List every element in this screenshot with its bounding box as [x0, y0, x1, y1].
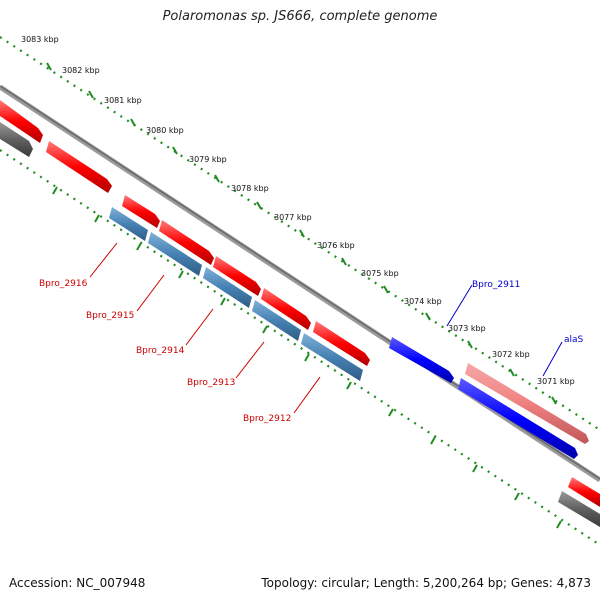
- kbp-label: 3082 kbp: [62, 66, 100, 75]
- kbp-label: 3078 kbp: [231, 184, 269, 193]
- gene-feature[interactable]: [252, 300, 301, 341]
- reverse-strand-features: [0, 122, 600, 527]
- gene-feature[interactable]: [109, 207, 148, 241]
- kbp-label: 3073 kbp: [448, 324, 486, 333]
- gene-feature[interactable]: [148, 232, 202, 276]
- kbp-label: 3081 kbp: [104, 96, 142, 105]
- outer-tick-track: [0, 36, 600, 431]
- gene-feature[interactable]: [46, 141, 112, 193]
- gene-feature[interactable]: [213, 256, 261, 296]
- gene-feature[interactable]: [458, 378, 578, 459]
- alas-feature[interactable]: [465, 363, 589, 444]
- kbp-label: 3080 kbp: [146, 126, 184, 135]
- kbp-label: 3079 kbp: [189, 155, 227, 164]
- gene-feature[interactable]: [568, 477, 600, 507]
- kbp-label: 3071 kbp: [537, 377, 575, 386]
- gene-feature[interactable]: [389, 337, 454, 383]
- gene-labels: Bpro_2916 Bpro_2915 Bpro_2914 Bpro_2913 …: [39, 279, 584, 424]
- kbp-label: 3077 kbp: [274, 213, 312, 222]
- gene-feature[interactable]: [0, 100, 43, 143]
- gene-feature[interactable]: [301, 333, 363, 381]
- kbp-label: 3072 kbp: [492, 350, 530, 359]
- gene-feature[interactable]: [0, 122, 33, 157]
- gene-feature[interactable]: [122, 195, 160, 228]
- gene-label-bpro-2915[interactable]: Bpro_2915: [86, 311, 134, 321]
- gene-label-bpro-2913[interactable]: Bpro_2913: [187, 378, 235, 388]
- gene-feature[interactable]: [558, 491, 600, 527]
- gene-feature[interactable]: [159, 220, 214, 265]
- forward-strand-features: [0, 100, 600, 507]
- gene-label-alas[interactable]: alaS: [564, 335, 584, 345]
- gene-label-bpro-2914[interactable]: Bpro_2914: [136, 346, 185, 356]
- gene-label-bpro-2912[interactable]: Bpro_2912: [243, 414, 291, 424]
- gene-feature[interactable]: [261, 288, 311, 330]
- accession-text: Accession: NC_007948: [9, 576, 146, 590]
- label-leaders: [89, 242, 563, 414]
- kbp-label: 3074 kbp: [404, 297, 442, 306]
- gene-feature[interactable]: [313, 321, 370, 366]
- map-title: Polaromonas sp. JS666, complete genome: [162, 9, 438, 24]
- gene-label-bpro-2916[interactable]: Bpro_2916: [39, 279, 88, 289]
- kbp-labels: 3083 kbp 3082 kbp 3081 kbp 3080 kbp 3079…: [21, 35, 575, 386]
- genome-summary-text: Topology: circular; Length: 5,200,264 bp…: [261, 576, 591, 590]
- kbp-label: 3076 kbp: [317, 241, 355, 250]
- gene-feature[interactable]: [203, 267, 252, 308]
- gene-label-bpro-2911[interactable]: Bpro_2911: [472, 280, 520, 290]
- kbp-label: 3075 kbp: [361, 269, 399, 278]
- inner-tick-track: [0, 149, 600, 546]
- kbp-label: 3083 kbp: [21, 35, 59, 44]
